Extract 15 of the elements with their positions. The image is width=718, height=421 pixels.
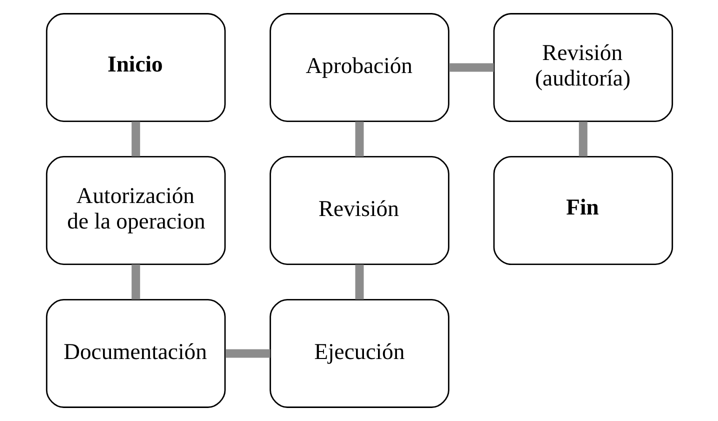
node-box: Revisión — [269, 156, 449, 265]
connector — [225, 349, 270, 358]
node-box: Autorización de la operacion — [45, 156, 226, 265]
node-box: Aprobación — [269, 13, 449, 122]
node-box: Ejecución — [269, 298, 449, 408]
connector — [131, 264, 140, 300]
node-box: Fin — [492, 156, 673, 265]
connector — [354, 264, 364, 300]
node-box: Inicio — [45, 13, 226, 122]
connector — [578, 122, 587, 156]
node-box: Revisión (auditoría) — [492, 13, 673, 122]
connector — [448, 63, 494, 72]
node-box: Documentación — [45, 298, 226, 408]
connector — [354, 122, 364, 156]
connector — [131, 122, 140, 156]
